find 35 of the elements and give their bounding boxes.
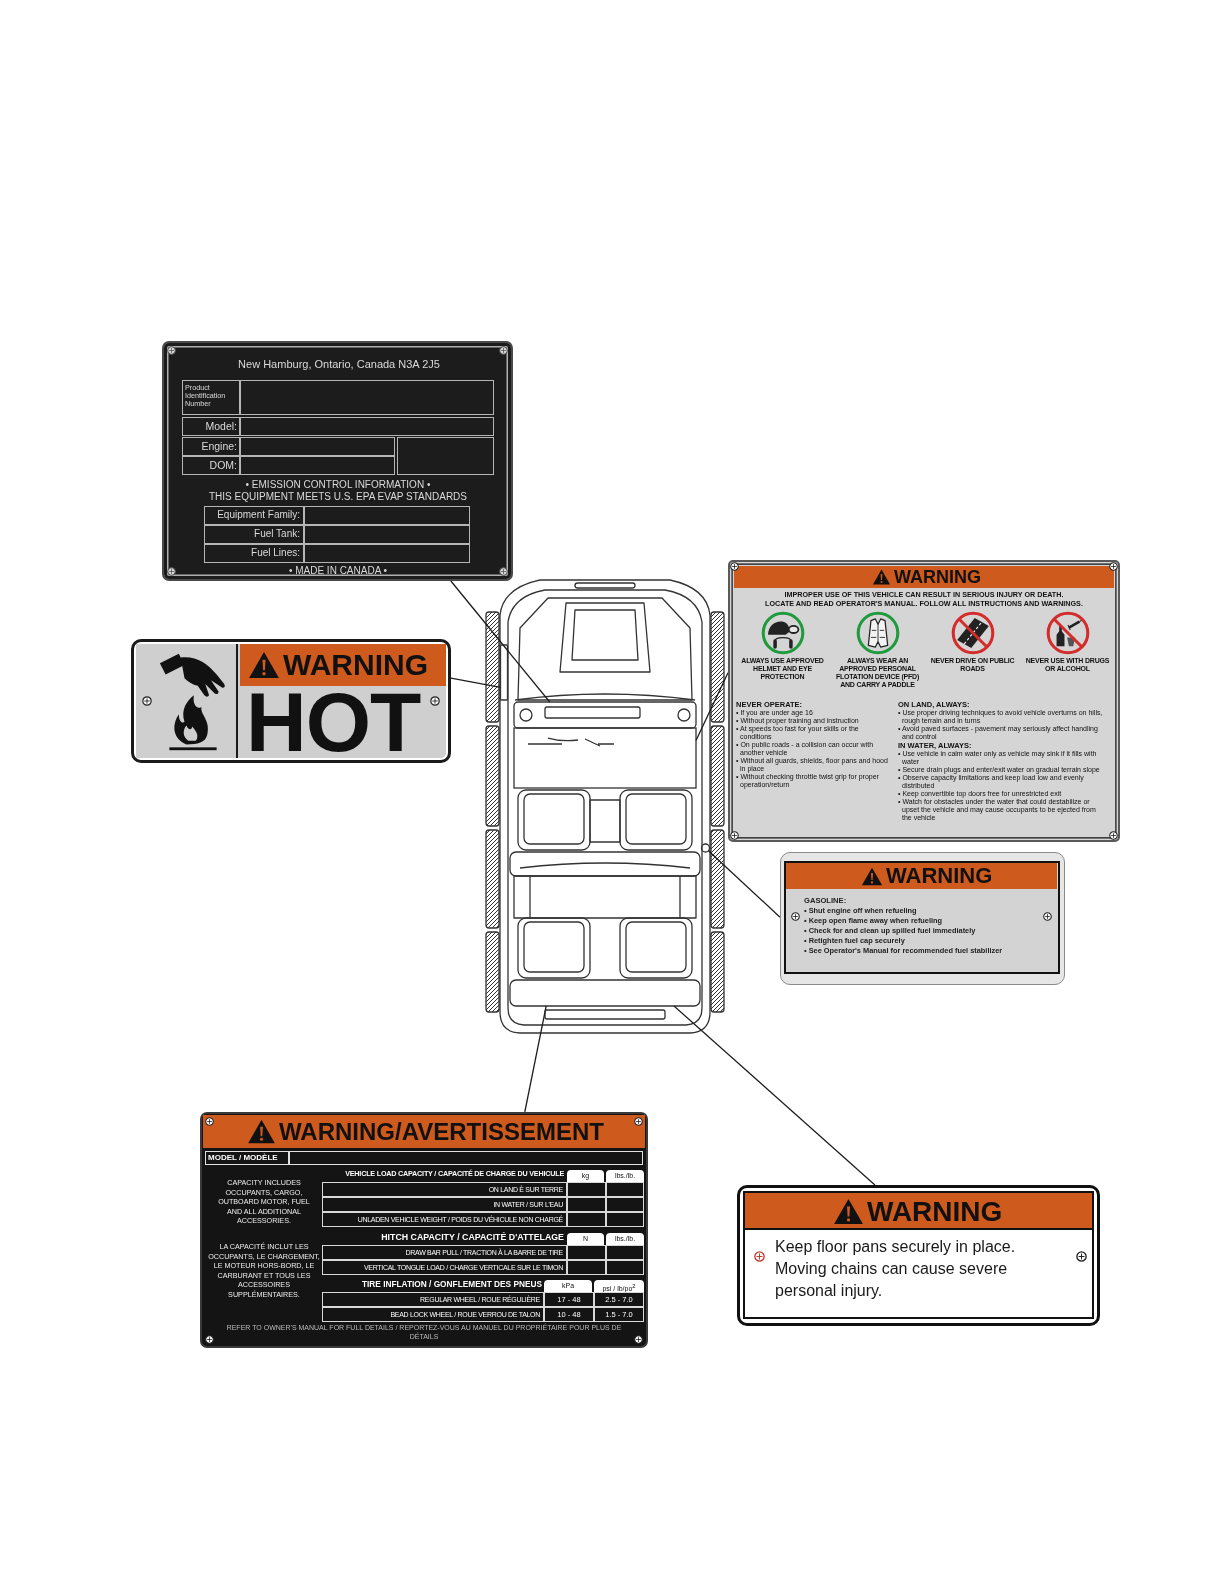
leader-line [524,1005,547,1113]
field-label: Model: [182,417,240,436]
warning-title: WARNING [867,1195,1003,1229]
id-plate [162,341,513,581]
warning-decal [200,1112,648,1348]
floor-pan [513,727,697,789]
dashboard [513,701,697,729]
field-label: MODEL / MODÈLE [205,1151,289,1165]
warning-decal [780,852,1065,985]
footer-text: • MADE IN CANADA • [287,565,389,577]
field-label: Fuel Tank: [204,525,304,544]
warning-decal [728,560,1120,842]
warning-title: WARNING [283,647,428,683]
heading-text: • EMISSION CONTROL INFORMATION • [244,479,432,491]
warning-text: Keep floor pans securely in place. Moving chains can cause severe personal injury. [775,1237,1017,1301]
warning-title: WARNING/AVERTISSEMENT [279,1117,604,1147]
leader-line [450,677,502,688]
warning-title: WARNING [886,863,993,889]
warning-decal [131,639,451,763]
field-label: Engine: [182,437,240,456]
filler-cap [700,843,711,853]
address-text: New Hamburg, Ontario, Canada N3A 2J5 [237,358,441,371]
rear-deck [509,979,701,1007]
side-panel [499,644,509,701]
field-label: Equipment Family: [204,506,304,525]
hazard-word: HOT [246,686,421,758]
section-heading: TIRE INFLATION / GONFLEMENT DES PNEUS [360,1278,542,1290]
section-heading: HITCH CAPACITY / CAPACITÉ D'ATTELAGE [380,1231,564,1243]
warning-title: WARNING [894,566,981,588]
leader-line [695,672,729,742]
leader-line [450,580,551,703]
leader-line [707,850,781,918]
field-label: Fuel Lines: [204,544,304,563]
field-label: DOM: [182,456,240,475]
heading-text: THIS EQUIPMENT MEETS U.S. EPA EVAP STANDARDS [208,491,468,503]
